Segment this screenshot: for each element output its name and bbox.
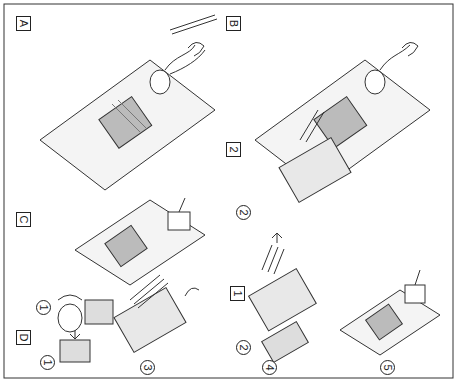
view-letter: B [226, 16, 241, 31]
view-letter: A [16, 16, 31, 31]
step-number: 3 [140, 360, 155, 375]
view-letter: 1 [230, 286, 245, 301]
step-number: 2 [236, 340, 251, 355]
board-b [75, 42, 430, 285]
detail-d [60, 110, 440, 362]
view-letter: C [16, 212, 31, 227]
view-letter: 2 [226, 142, 241, 157]
figure-frame [4, 4, 453, 378]
view-letter: D [16, 330, 31, 345]
step-number: 2 [236, 205, 251, 220]
step-number: 1 [40, 355, 55, 370]
step-number: 5 [380, 360, 395, 375]
step-number: 1 [36, 300, 51, 315]
detail-c [58, 295, 113, 332]
step-number: 4 [262, 360, 277, 375]
board-a [40, 42, 215, 190]
